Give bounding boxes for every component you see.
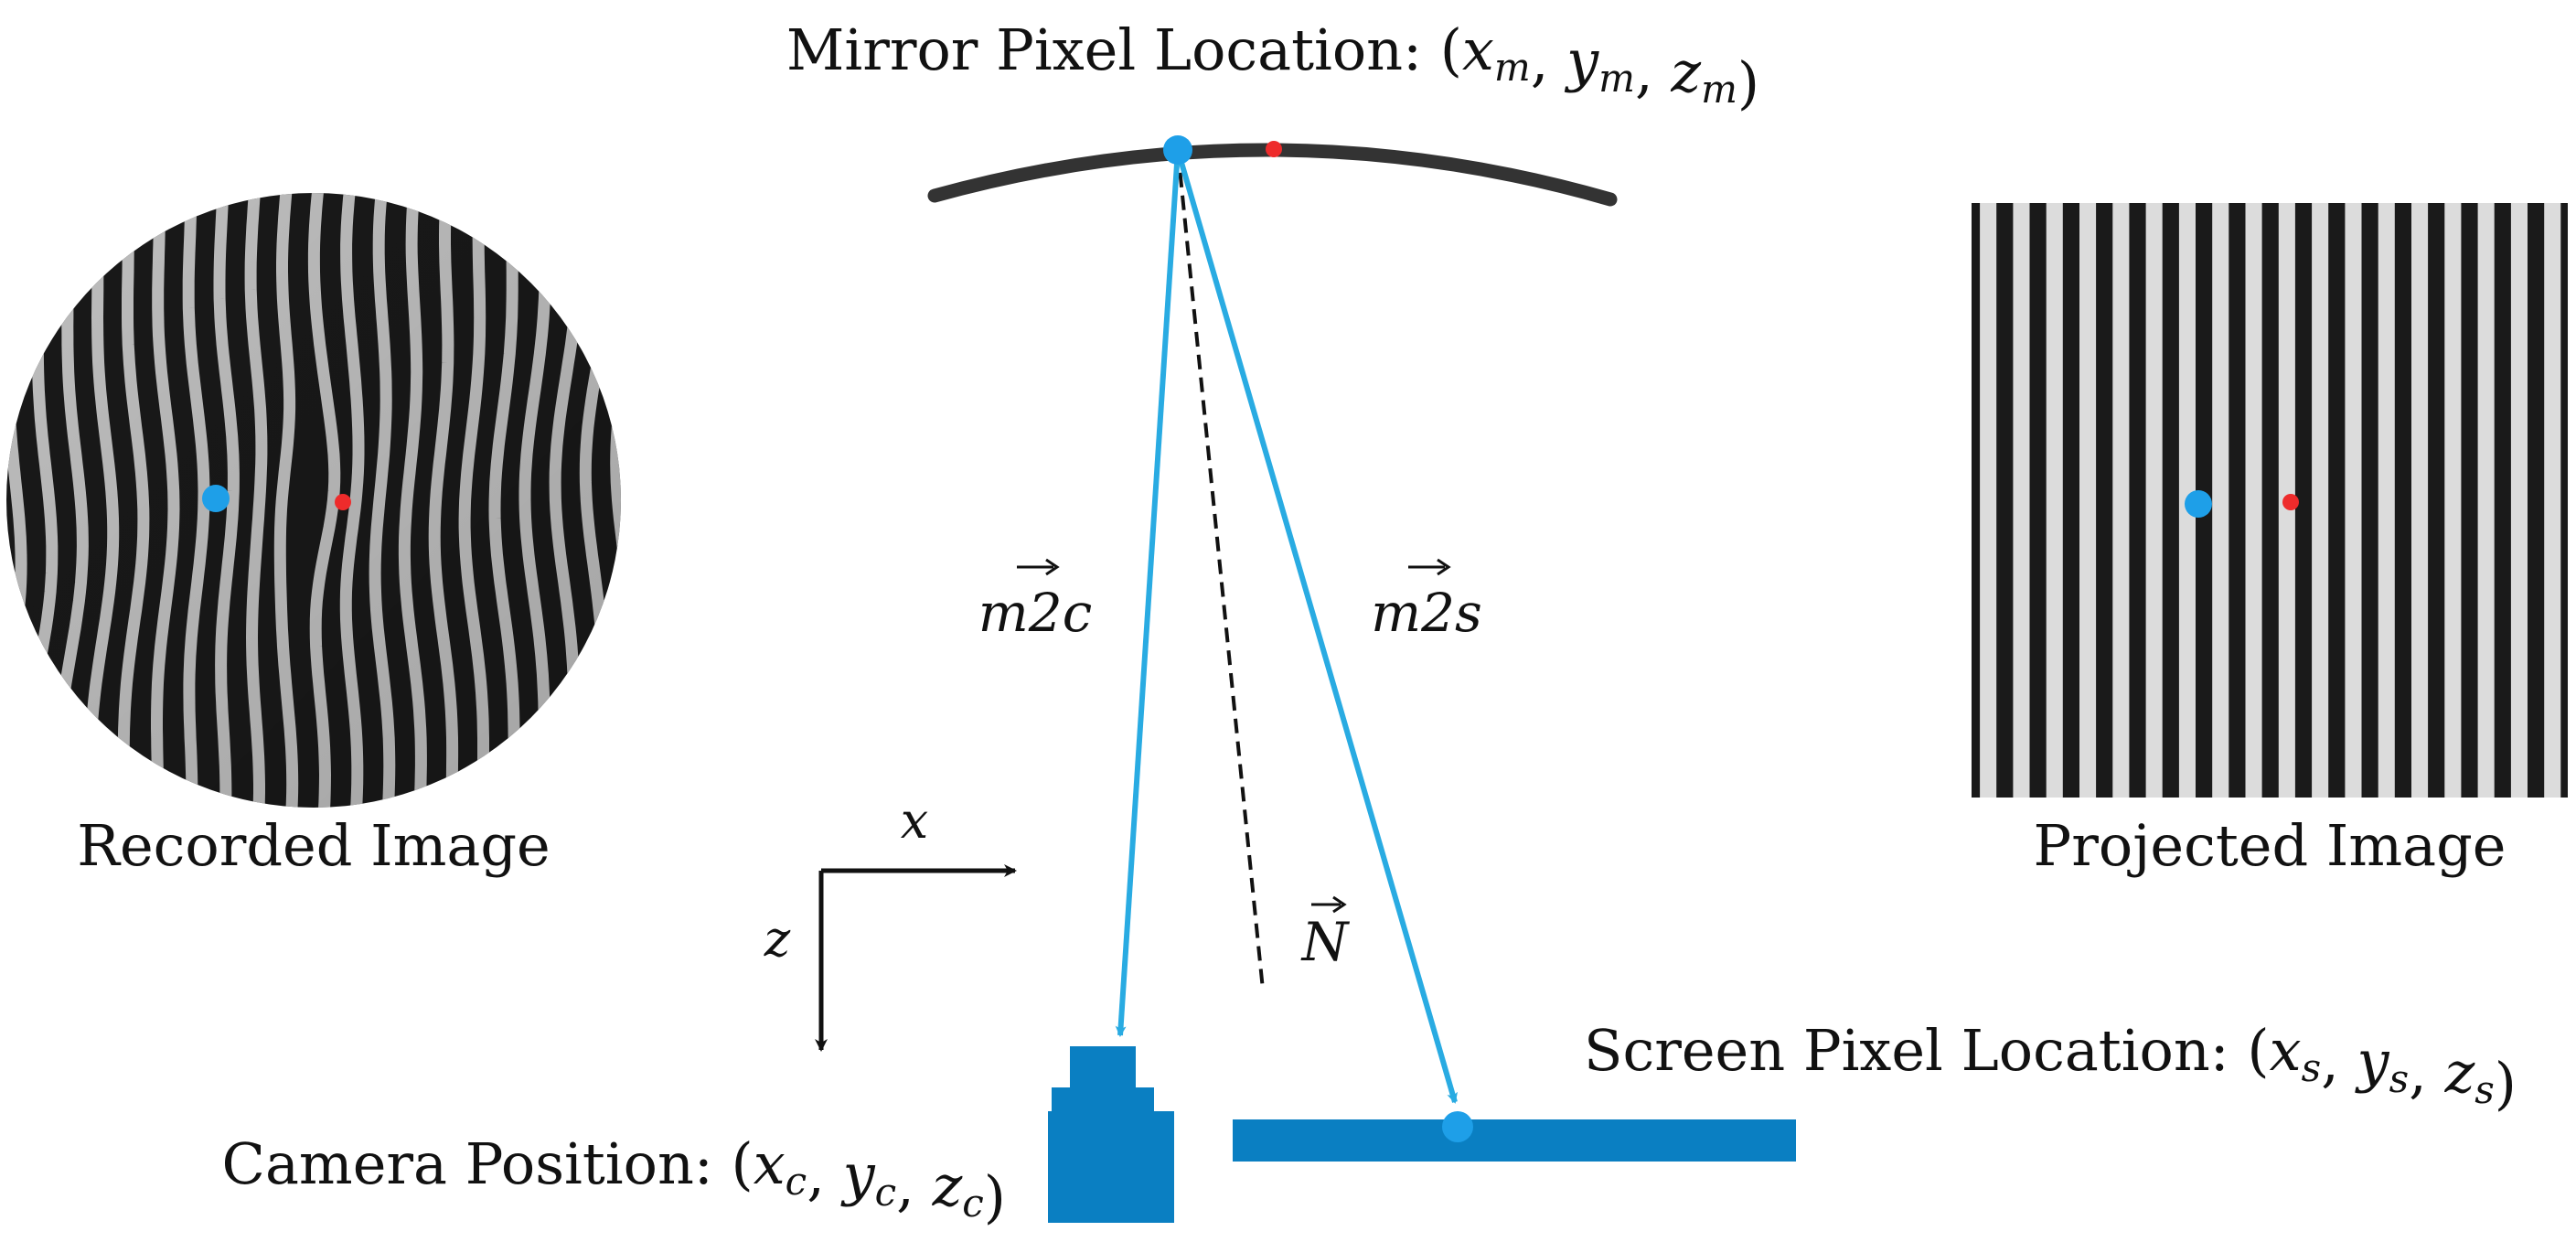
projected-stripes [1947,203,2561,798]
mirror-surface [927,143,1618,207]
projected-stripe [2212,203,2229,798]
projected-stripe [2477,203,2495,798]
label-normal: N [1300,895,1351,973]
camera-location-label: Camera Position: (xc, yc, zc) [222,1130,1007,1230]
screen-math-punct: , [2409,1039,2444,1106]
mirror-math-var: y [1564,27,1599,94]
projected-stripe [2245,203,2262,798]
projected-stripe [2411,203,2429,798]
camera-math-punct: ) [984,1163,1006,1230]
projected-stripe [1980,203,1997,798]
screen-math-var: y [2355,1028,2390,1095]
mirror-math-subscript: m [1494,45,1531,90]
projected-stripe [2079,203,2097,798]
projected-stripe [2378,203,2395,798]
screen-math-var: x [2270,1017,2302,1084]
screen-math-punct: ) [2495,1050,2517,1117]
screen-bar-icon [1233,1119,1796,1162]
screen-math-subscript: s [2389,1056,2410,1101]
camera-math-var: z [932,1152,963,1219]
screen-math-subscript: s [2474,1067,2495,1112]
recorded-image [6,189,721,811]
projected-image-caption: Projected Image [2034,812,2507,879]
projected-stripe [2544,203,2561,798]
mirror-location-label: Mirror Pixel Location: (xm, ym, zm) [786,16,1759,116]
screen-label-text: Screen Pixel Location: [1584,1017,2247,1084]
projected-stripe [2444,203,2462,798]
screen-math-punct: , [2321,1028,2357,1095]
coordinate-axes: x z [764,792,1017,1052]
recorded-fringe [647,189,686,811]
ray-mirror-to-screen [1175,149,1458,1104]
recorded-red-point [335,494,351,510]
projected-stripe [2345,203,2362,798]
mirror-math-punct: , [1531,27,1566,94]
projected-stripe [2145,203,2163,798]
camera-icon [1048,1046,1174,1223]
axis-z-label: z [764,910,791,968]
camera-label-text: Camera Position: [222,1130,732,1197]
label-m2c: m2c [978,558,1092,644]
mirror-math-var: x [1462,16,1494,83]
projected-stripe [1947,203,1963,798]
mirror-math-subscript: m [1598,56,1635,101]
projected-stripe [2013,203,2030,798]
camera-math-punct: ( [731,1130,753,1197]
projected-stripe [2510,203,2528,798]
screen-location-label: Screen Pixel Location: (xs, ys, zs) [1584,1017,2517,1117]
axis-x-label: x [901,792,928,850]
m2s-text: m2s [1371,582,1482,644]
ray-mirror-to-camera [1115,149,1181,1037]
camera-math-subscript: c [786,1159,807,1204]
mirror-label-text: Mirror Pixel Location: [786,16,1440,83]
camera-math-var: y [840,1141,876,1208]
mirror-blue-point [1163,135,1192,165]
screen-math-var: z [2444,1039,2475,1106]
normal-text: N [1300,911,1351,973]
projected-stripe [2112,203,2130,798]
recorded-blue-point [202,485,230,512]
camera-math-punct: , [896,1152,932,1219]
camera-math-var: x [754,1130,786,1197]
projected-red-point [2282,494,2299,510]
recorded-fringe [610,193,621,808]
screen-blue-point [1442,1111,1473,1142]
mirror-math-var: z [1670,38,1701,105]
mirror-math-punct: ) [1737,49,1759,116]
projected-blue-point [2185,490,2212,518]
projected-stripe [2312,203,2329,798]
camera-math-subscript: c [962,1181,984,1226]
screen-math-punct: ( [2247,1017,2269,1084]
label-m2s: m2s [1371,558,1482,644]
screen-math-subscript: s [2302,1045,2322,1090]
mirror-math-punct: , [1635,38,1671,105]
mirror-math-punct: ( [1440,16,1462,83]
mirror-red-point [1266,141,1282,157]
normal-vector-line [1176,149,1265,990]
m2c-text: m2c [978,582,1092,644]
camera-math-subscript: c [875,1170,897,1215]
projected-stripe [2046,203,2063,798]
recorded-image-caption: Recorded Image [77,812,550,879]
recorded-fringe [678,189,721,811]
projected-image [1947,203,2568,798]
mirror-math-subscript: m [1701,67,1737,112]
camera-math-punct: , [807,1141,842,1208]
